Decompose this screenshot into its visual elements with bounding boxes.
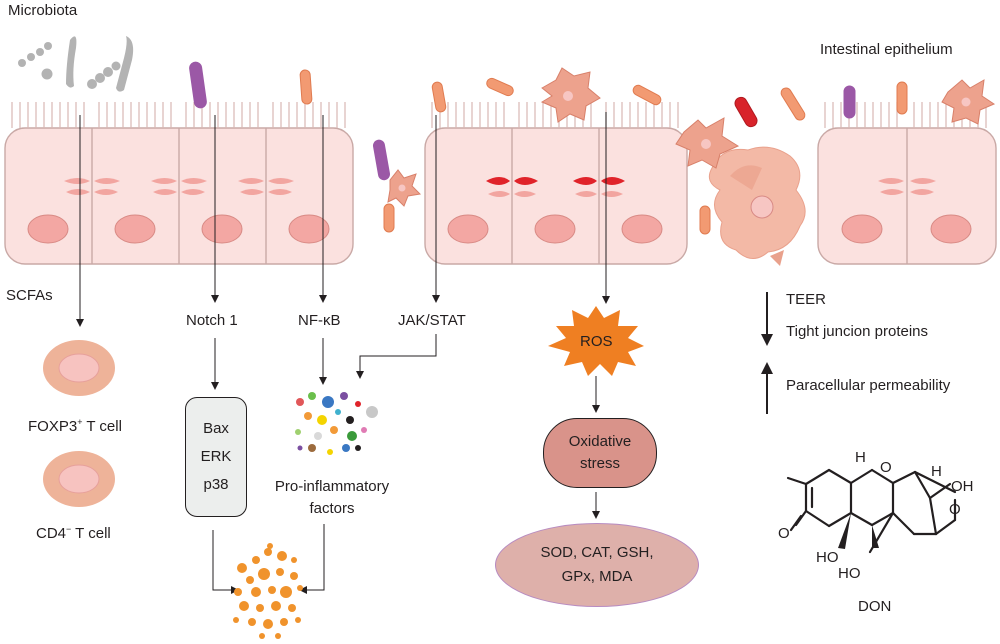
oxidative-line1: Oxidative bbox=[568, 433, 632, 450]
markers-line1: SOD, CAT, GSH, bbox=[540, 544, 654, 561]
damaged-cell bbox=[708, 146, 806, 266]
epithelium-group-left bbox=[4, 102, 354, 265]
foxp3-text: FOXP3 bbox=[28, 418, 78, 435]
cd4-suffix: T cell bbox=[71, 525, 111, 542]
pro-inflammatory-dots bbox=[295, 392, 378, 455]
pro-inflammatory-line2: factors bbox=[309, 500, 355, 517]
bacteria-icon bbox=[189, 61, 996, 235]
paracellular-label: Paracellular permeability bbox=[786, 377, 951, 394]
don-atom-o-ring: O bbox=[880, 459, 892, 476]
don-atom-oh: OH bbox=[951, 478, 974, 495]
scfas-label: SCFAs bbox=[6, 287, 53, 304]
tight-junction-label: Tight juncion proteins bbox=[786, 323, 929, 340]
microbiota-cluster bbox=[18, 36, 134, 92]
don-wedge-bonds bbox=[838, 513, 879, 549]
pro-inflammatory-line1: Pro-inflammatory bbox=[274, 478, 390, 495]
foxp3-suffix: T cell bbox=[82, 418, 122, 435]
don-atom-h2: H bbox=[931, 463, 942, 480]
don-atom-ho2: HO bbox=[838, 565, 861, 582]
ros-label: ROS bbox=[580, 333, 613, 350]
cd4-sup: − bbox=[66, 524, 72, 534]
pro-inflammatory-label: Pro-inflammatory factors bbox=[262, 476, 402, 520]
don-atom-ho1: HO bbox=[816, 549, 839, 566]
oxidative-line2: stress bbox=[579, 455, 620, 472]
apoptosis-dots bbox=[233, 543, 303, 639]
don-atom-h1: H bbox=[855, 449, 866, 466]
teer-label: TEER bbox=[786, 291, 827, 308]
apoptosis-marker-box: Bax ERK p38 bbox=[185, 397, 247, 517]
bax-label: Bax bbox=[203, 420, 229, 437]
oxidative-markers-ellipse: SOD, CAT, GSH, GPx, MDA bbox=[495, 523, 699, 607]
foxp3-t-cell-label: FOXP3+ T cell bbox=[28, 413, 122, 436]
oxidative-stress-box: Oxidative stress bbox=[543, 418, 657, 488]
don-label: DON bbox=[858, 598, 892, 615]
p38-label: p38 bbox=[203, 476, 229, 493]
pathway-arrows bbox=[76, 112, 610, 594]
ros-splat-icon bbox=[548, 306, 644, 376]
don-atom-o-epoxide: O bbox=[949, 501, 961, 518]
cd4-text: CD4 bbox=[36, 525, 67, 542]
nfkb-label: NF-κB bbox=[298, 312, 341, 329]
foxp3-t-cell-icon bbox=[43, 340, 115, 396]
microbiota-label: Microbiota bbox=[8, 2, 78, 19]
foxp3-sup: + bbox=[77, 417, 83, 427]
intestinal-epithelium-label: Intestinal epithelium bbox=[820, 41, 953, 58]
don-molecule-structure bbox=[786, 468, 957, 554]
jakstat-label: JAK/STAT bbox=[398, 312, 466, 329]
erk-label: ERK bbox=[200, 448, 232, 465]
cd4-t-cell-label: CD4− T cell bbox=[36, 520, 111, 543]
epithelium-group-right bbox=[817, 102, 997, 265]
markers-line2: GPx, MDA bbox=[561, 568, 633, 585]
don-atom-o-ketone: O bbox=[778, 525, 790, 542]
cd4-t-cell-icon bbox=[43, 451, 115, 507]
notch1-label: Notch 1 bbox=[186, 312, 238, 329]
epithelium-group-middle bbox=[424, 102, 688, 265]
